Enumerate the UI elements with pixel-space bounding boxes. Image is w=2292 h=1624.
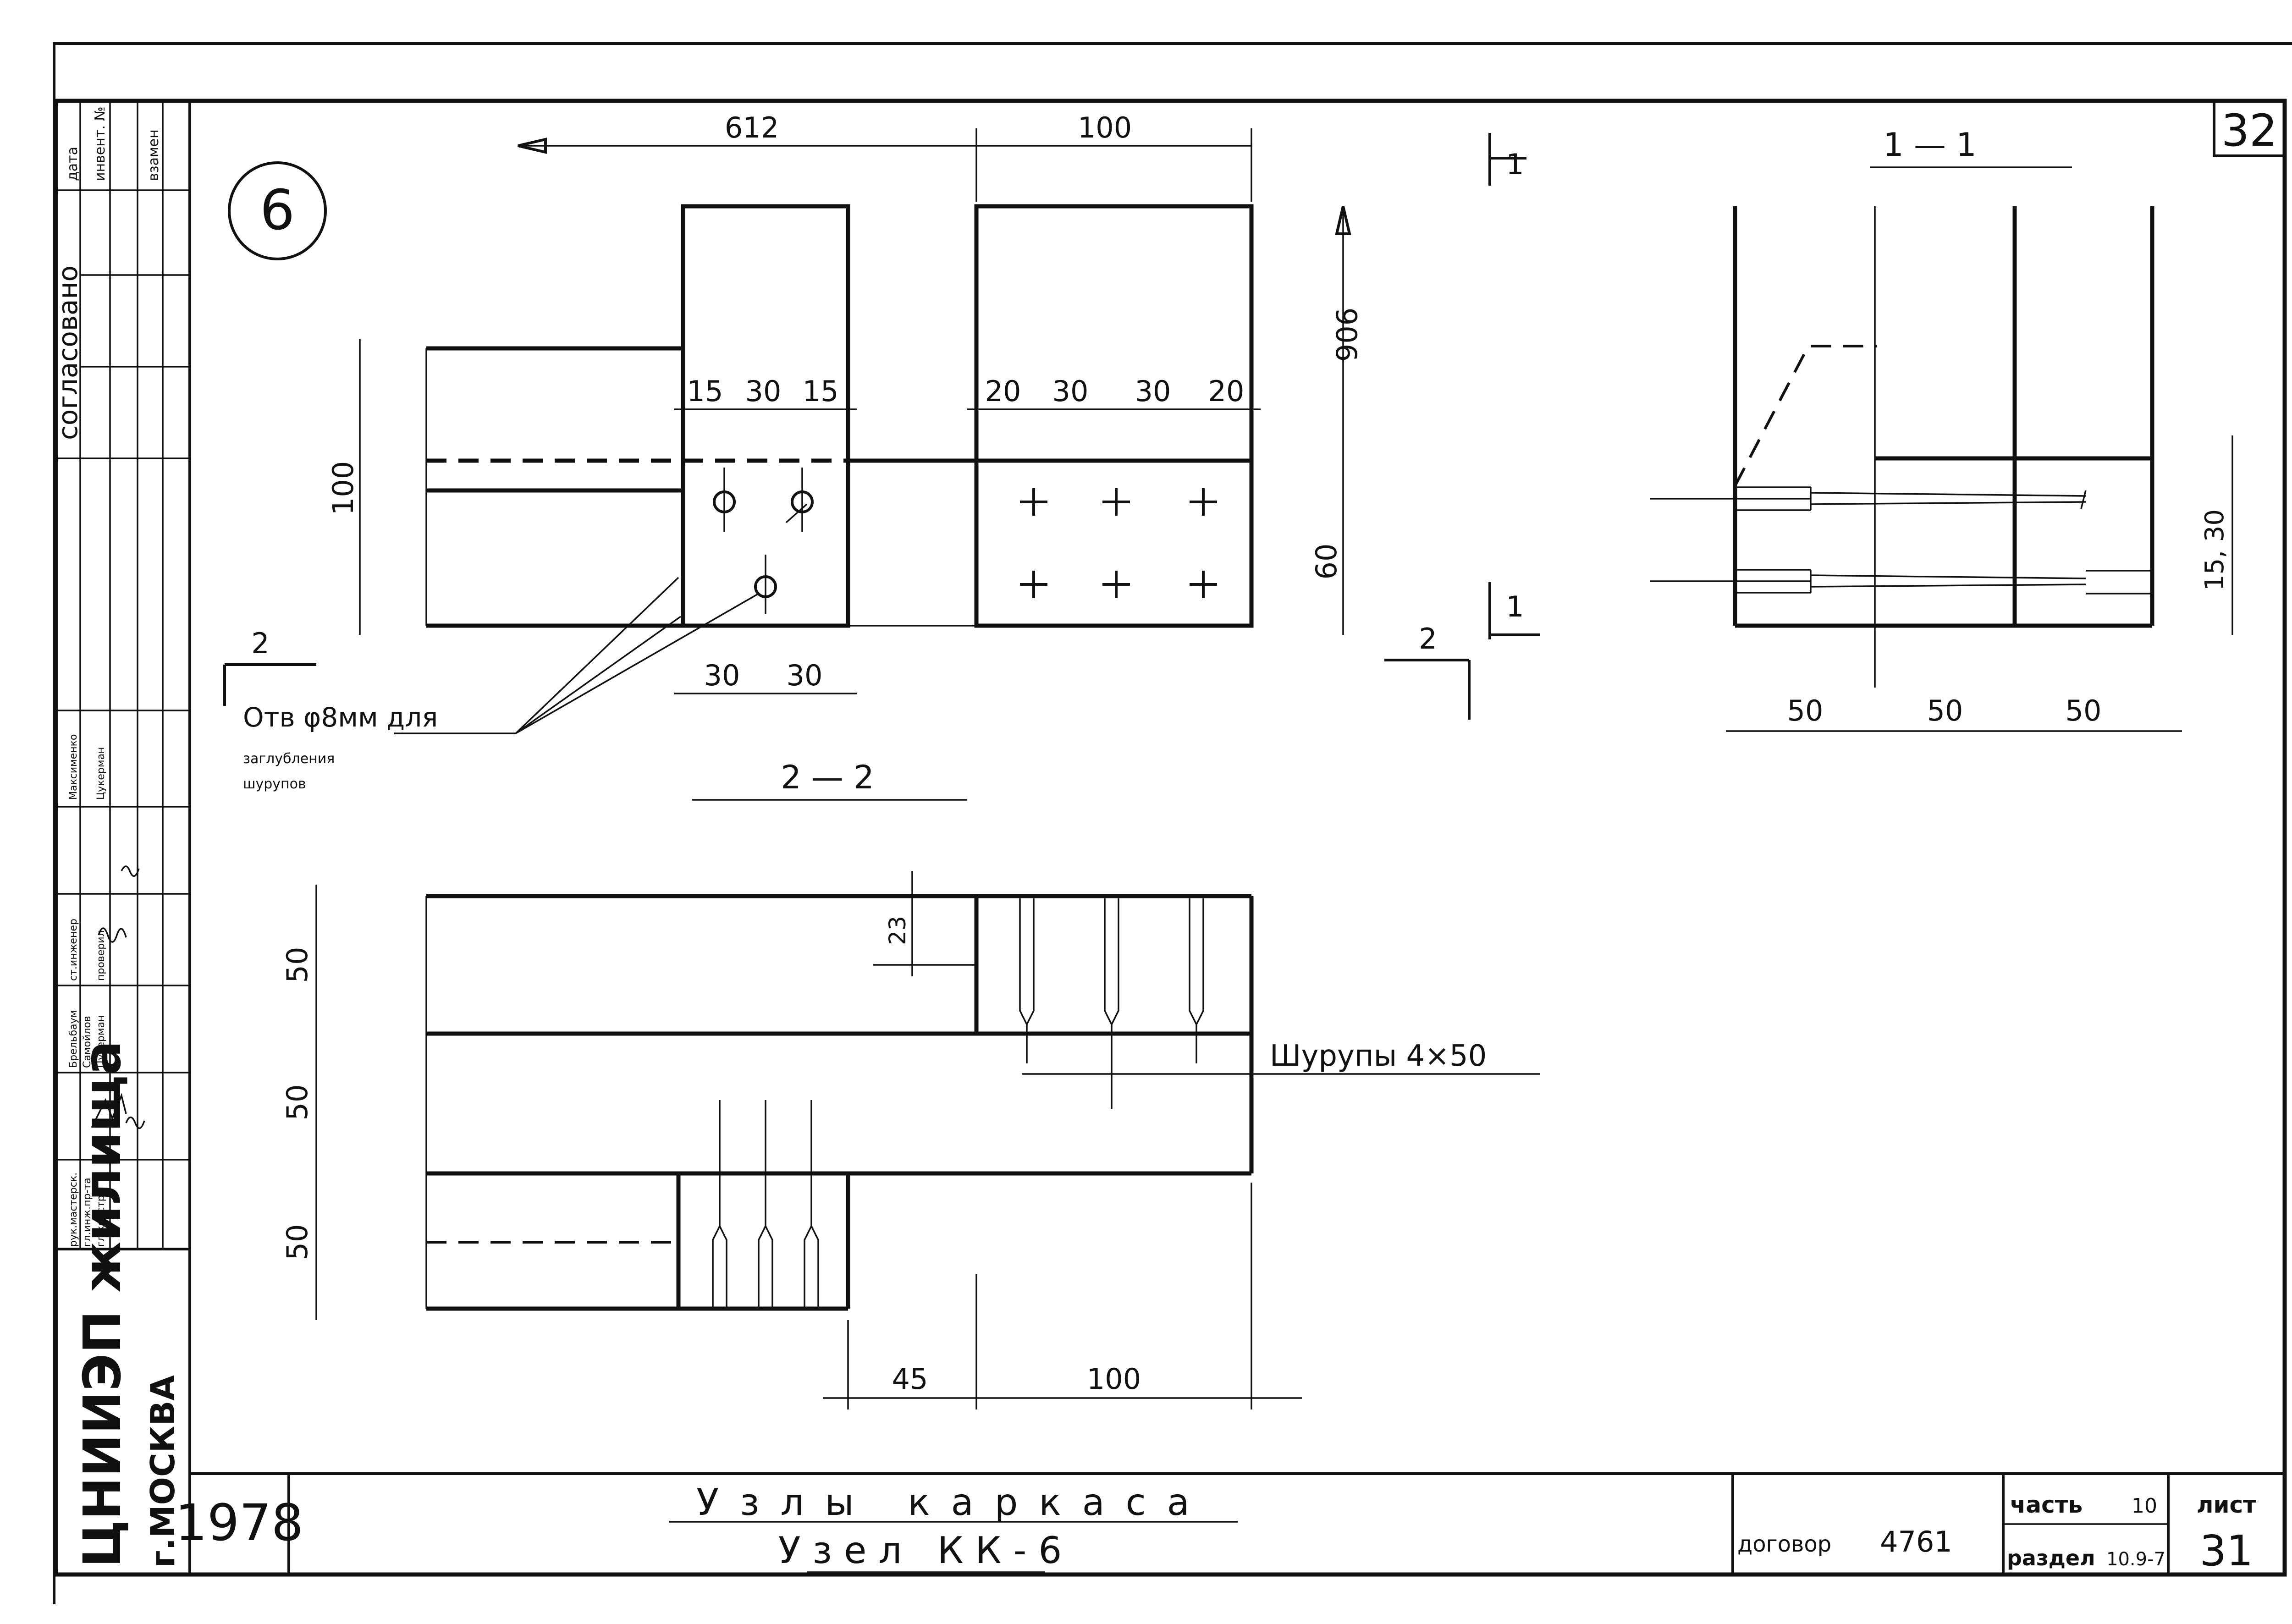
dim-100-top: 100 — [1078, 111, 1132, 144]
screws-label: Шурупы 4×50 — [1270, 1039, 1487, 1073]
section-1-1-dim-50-b: 50 — [1927, 694, 1963, 727]
sidebar-name-4: Максименко — [68, 734, 79, 800]
section-2-2-dim-100: 100 — [1087, 1362, 1141, 1396]
note-line-3: шурупов — [243, 776, 306, 792]
contract-label: договор — [1737, 1531, 1831, 1557]
sidebar-agreed-label: согласовано — [52, 265, 83, 440]
sheet-value: 31 — [2199, 1526, 2253, 1575]
part-label: часть — [2010, 1492, 2083, 1518]
section-mark-1-top: 1 — [1506, 148, 1524, 181]
screw-cross — [1102, 571, 1130, 598]
dim-906: 906 — [1329, 308, 1363, 362]
sidebar-replace-label: взамен — [146, 129, 162, 181]
screw — [758, 1100, 773, 1309]
screw-cross — [1190, 488, 1217, 516]
plan-view — [425, 204, 1254, 628]
dim-60: 60 — [1310, 544, 1343, 580]
detail-number: 6 — [260, 179, 295, 242]
dim-100-left: 100 — [326, 461, 360, 515]
section-2-2-dim-50-b: 50 — [281, 1085, 314, 1121]
section-2-2-dim-23: 23 — [884, 916, 911, 945]
sidebar-role-2: гл.инж.пр-та — [82, 1178, 93, 1247]
hole-note: Отв φ8мм для заглубления шурупов — [243, 577, 759, 792]
sidebar-name-2: Самойлов — [82, 1016, 93, 1068]
section-mark-2-left: 2 — [251, 627, 269, 660]
section-2-2-title: 2 — 2 — [781, 759, 874, 796]
plan-screw-crosses — [1020, 488, 1217, 598]
sidebar-role-1: рук.мастерск. — [68, 1173, 79, 1247]
section-1-1-dim-50-a: 50 — [1787, 694, 1824, 727]
signatures — [91, 865, 145, 1129]
plan-dimensions: 612 100 15 30 15 20 30 30 20 100 906 60 … — [326, 111, 1363, 694]
sheet-frame — [53, 42, 2292, 1604]
section-2-2: 2 — 2 50 50 50 23 Шурупы 4×50 — [281, 759, 1540, 1409]
sidebar-role-4: ст.инженер — [68, 919, 79, 981]
section-1-1-dim-50-c: 50 — [2066, 694, 2102, 727]
screws-lower — [712, 1100, 819, 1309]
dim-30-bottom-a: 30 — [704, 659, 740, 692]
screw — [1189, 898, 1204, 1063]
screw — [712, 1100, 727, 1309]
screws-upper — [1019, 898, 1204, 1109]
part-value: 10 — [2132, 1494, 2157, 1518]
section-2-2-dim-50-c: 50 — [281, 1224, 314, 1261]
sidebar-name-5: Цукерман — [95, 747, 107, 800]
screw-rows — [1650, 486, 2152, 595]
section-label: раздел — [2007, 1546, 2095, 1570]
sidebar-inventory-label: инвент. № — [92, 106, 108, 181]
section-1-1-title: 1 — 1 — [1883, 126, 1977, 164]
section-mark-1-bottom: 1 — [1506, 590, 1524, 623]
contract-number: 4761 — [1880, 1525, 1952, 1558]
sidebar: согласовано дата инвент. № взамен рук.ма… — [52, 101, 191, 1574]
sidebar-name-1: Брельбаум — [68, 1010, 79, 1068]
screw — [1019, 898, 1035, 1063]
dim-30-b: 30 — [1135, 374, 1171, 408]
title-year: 1978 — [175, 1493, 303, 1552]
plan-holes — [713, 468, 814, 614]
sidebar-name-3: Цукерман — [95, 1015, 107, 1068]
section-mark-2-right: 2 — [1419, 622, 1437, 655]
section-1-1: 1 — 1 50 50 50 15, 30 — [1650, 126, 2233, 732]
section-2-2-dim-50-a: 50 — [281, 947, 314, 983]
sheet-number-top: 32 — [2221, 105, 2277, 156]
section-markers: 1 1 2 2 — [223, 133, 1540, 720]
drawing-title-2: Узел КК-6 — [778, 1529, 1074, 1572]
title-block: 1978 Узлы каркаса Узел КК-6 договор 4761… — [175, 1472, 2285, 1575]
dim-20-a: 20 — [985, 374, 1021, 408]
detail-marker: 6 — [228, 161, 327, 260]
dim-15-a: 15 — [687, 374, 723, 408]
org-name: ЦНИИЭП жилища — [73, 1040, 132, 1568]
section-value: 10.9-7 — [2106, 1549, 2165, 1570]
dim-15-b: 15 — [803, 374, 839, 408]
note-line-1: Отв φ8мм для — [243, 702, 438, 733]
dim-612: 612 — [725, 111, 779, 144]
screw-cross — [1020, 488, 1047, 516]
dim-30-bottom-b: 30 — [787, 659, 823, 692]
screw — [804, 1100, 819, 1309]
section-2-2-dim-45: 45 — [892, 1362, 928, 1396]
sidebar-role-3: гл.констр. — [95, 1192, 107, 1247]
screw — [1104, 898, 1119, 1109]
drawing-title-1: Узлы каркаса — [696, 1481, 1211, 1524]
note-line-2: заглубления — [243, 751, 335, 767]
sidebar-role-5: проверил — [95, 930, 107, 981]
sidebar-date-label: дата — [65, 147, 81, 181]
screw-cross — [1190, 571, 1217, 598]
dim-30-holes: 30 — [745, 374, 782, 408]
org-city: г.МОСКВА — [143, 1375, 182, 1568]
screw-cross — [1102, 488, 1130, 516]
dim-30-a: 30 — [1052, 374, 1089, 408]
screw-cross — [1020, 571, 1047, 598]
sheet-label: лист — [2197, 1492, 2256, 1518]
section-1-1-dim-right: 15, 30 — [2200, 509, 2230, 591]
dim-20-b: 20 — [1208, 374, 1245, 408]
sheet-number-box: 32 — [2213, 101, 2285, 157]
